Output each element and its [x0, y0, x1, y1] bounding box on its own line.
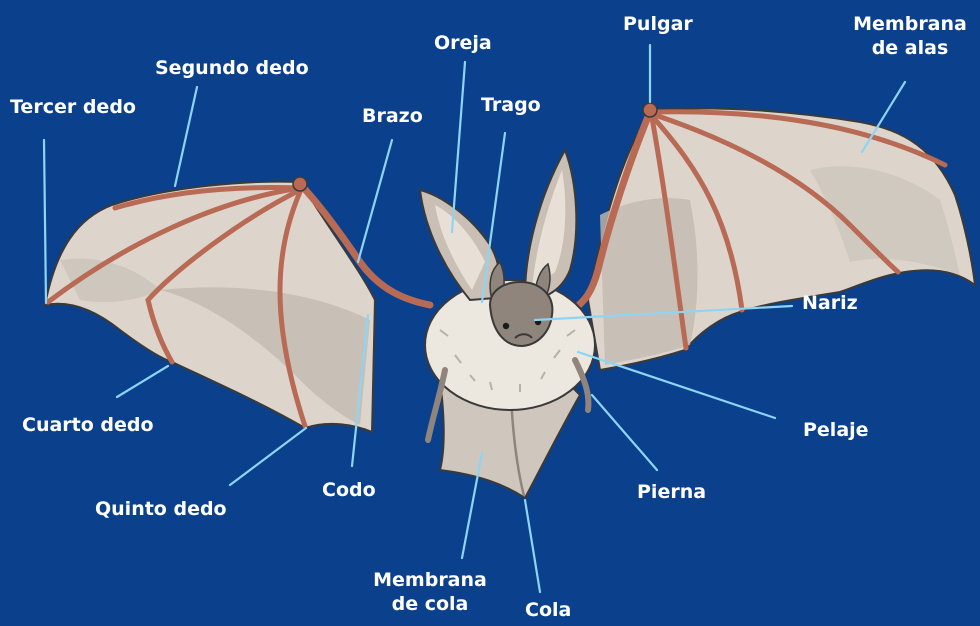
label-membrana-cola-line1: Membrana	[373, 569, 487, 591]
bat-face	[488, 280, 554, 348]
leader-pierna	[590, 393, 659, 472]
leader-membrana-cola	[460, 451, 484, 560]
label-pelaje: Pelaje	[803, 419, 869, 441]
label-segundo-dedo: Segundo dedo	[155, 57, 309, 79]
label-membrana-de-cola: Membrana de cola	[360, 568, 500, 616]
label-pierna: Pierna	[637, 481, 707, 503]
label-oreja: Oreja	[434, 32, 492, 54]
leader-segundo-dedo	[173, 85, 199, 188]
leader-cuarto-dedo	[115, 364, 170, 399]
leader-membrana-alas	[860, 80, 907, 154]
leader-tercer-dedo	[42, 138, 48, 305]
label-membrana-alas-line1: Membrana	[853, 13, 967, 35]
label-brazo: Brazo	[362, 105, 423, 127]
leader-oreja	[450, 60, 467, 234]
right-leg	[572, 357, 592, 413]
label-pulgar: Pulgar	[623, 13, 693, 35]
left-leg	[425, 367, 448, 443]
left-wing-shadow	[160, 287, 370, 425]
leader-nariz	[533, 304, 794, 322]
right-wing-shadow-2	[810, 166, 960, 275]
left-eye	[502, 322, 510, 330]
right-second-finger-bone	[649, 109, 948, 168]
label-trago: Trago	[481, 94, 541, 116]
right-third-finger-bone	[649, 111, 901, 275]
left-third-finger-bone	[45, 185, 303, 305]
nose	[514, 333, 533, 339]
right-fourth-finger-bone	[649, 113, 745, 313]
leader-quinto-dedo	[228, 426, 308, 487]
left-wing-shadow-2	[60, 258, 160, 302]
left-second-finger-bone	[112, 185, 303, 211]
left-thumb	[292, 176, 308, 192]
label-quinto-dedo: Quinto dedo	[95, 498, 227, 520]
left-fifth-finger-bone	[277, 189, 308, 429]
right-arm-bone	[566, 108, 654, 316]
label-cuarto-dedo: Cuarto dedo	[22, 414, 154, 436]
leader-codo	[350, 313, 370, 468]
leader-cola	[523, 498, 542, 594]
right-thumb	[642, 102, 658, 118]
left-fourth-finger-bone	[145, 187, 303, 365]
label-membrana-cola-line2: de cola	[391, 593, 469, 615]
right-fifth-finger-bone	[649, 115, 689, 351]
label-codo: Codo	[322, 479, 376, 501]
label-membrana-de-alas: Membrana de alas	[840, 12, 980, 60]
label-nariz: Nariz	[802, 292, 858, 314]
leader-trago	[480, 131, 507, 304]
leader-pelaje	[576, 350, 777, 420]
label-membrana-alas-line2: de alas	[871, 37, 949, 59]
left-arm-bone	[296, 180, 434, 309]
label-tercer-dedo: Tercer dedo	[10, 96, 136, 118]
right-ear-inner	[532, 170, 566, 290]
left-ear-inner	[435, 205, 485, 290]
fur-texture	[439, 329, 576, 392]
leader-brazo	[356, 138, 394, 264]
label-cola: Cola	[525, 599, 572, 621]
